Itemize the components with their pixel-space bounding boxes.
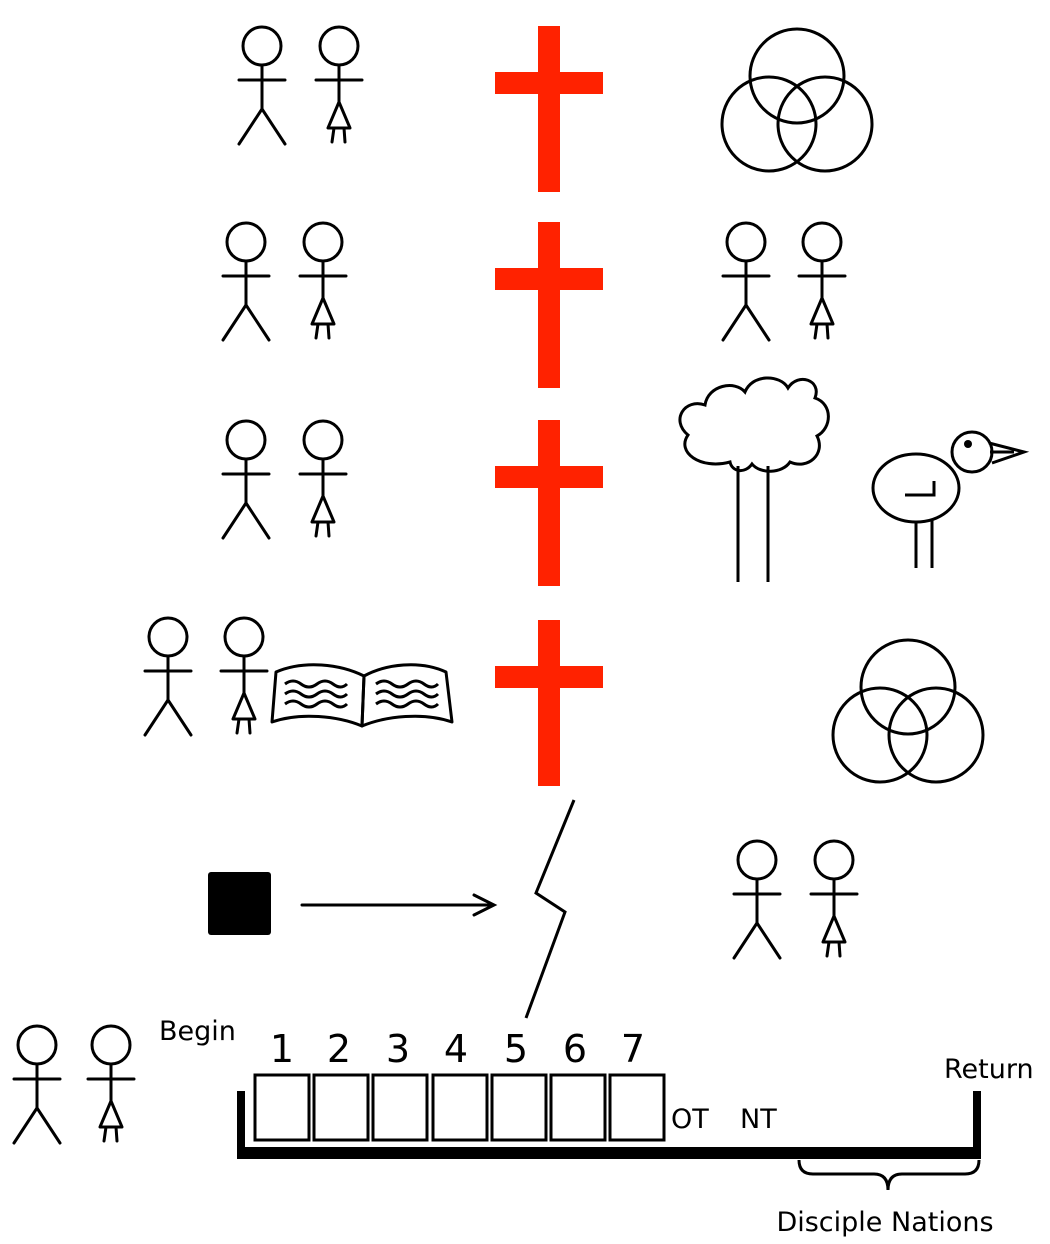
stick-figure-woman-icon	[219, 616, 269, 735]
stick-figure-man-icon	[221, 221, 271, 342]
stick-figure-man-icon	[221, 419, 271, 540]
stick-figure-woman-icon	[797, 221, 847, 340]
day-number-3: 3	[386, 1027, 410, 1071]
arrow-icon	[300, 893, 498, 917]
day-numbers: 1 2 3 4 5 6 7	[270, 1027, 645, 1071]
day-number-4: 4	[444, 1027, 468, 1071]
day-box-4	[431, 1073, 489, 1142]
return-label: Return	[944, 1054, 1034, 1085]
red-cross-icon	[495, 620, 603, 786]
trinity-circles-icon	[720, 27, 874, 173]
day-number-2: 2	[327, 1027, 351, 1071]
day-box-7	[608, 1073, 666, 1142]
begin-label: Begin	[159, 1016, 236, 1047]
stick-figure-man-icon	[721, 221, 771, 342]
red-cross-icon	[495, 222, 603, 388]
day-number-5: 5	[504, 1027, 528, 1071]
day-box-3	[371, 1073, 429, 1142]
day-box-2	[312, 1073, 370, 1142]
red-cross-icon	[495, 420, 603, 586]
day-box-6	[549, 1073, 607, 1142]
timeline-bar	[237, 1091, 981, 1159]
day-box-1	[253, 1073, 311, 1142]
day-number-7: 7	[621, 1027, 645, 1071]
trinity-circles-icon	[831, 638, 985, 784]
stick-figure-man-icon	[732, 839, 782, 960]
day-number-1: 1	[270, 1027, 294, 1071]
stick-figure-woman-icon	[298, 221, 348, 340]
bird-icon	[871, 430, 1030, 568]
day-boxes	[253, 1073, 666, 1142]
stick-figure-woman-icon	[809, 839, 859, 958]
stick-figure-woman-icon	[298, 419, 348, 538]
stick-figure-woman-icon	[314, 25, 364, 144]
day-number-6: 6	[563, 1027, 587, 1071]
disciple-nations-label: Disciple Nations	[776, 1207, 993, 1238]
ot-label: OT	[671, 1104, 709, 1135]
black-square-icon	[208, 872, 271, 935]
day-box-5	[490, 1073, 548, 1142]
open-book-icon	[270, 663, 454, 728]
stick-figure-man-icon	[143, 616, 193, 737]
stick-figure-woman-icon	[86, 1024, 136, 1143]
broken-line-icon	[524, 799, 576, 1019]
nt-label: NT	[740, 1104, 777, 1135]
red-cross-icon	[495, 26, 603, 192]
brace-icon	[797, 1159, 981, 1191]
stick-figure-man-icon	[237, 25, 287, 146]
tree-icon	[678, 376, 830, 582]
stick-figure-man-icon	[12, 1024, 62, 1145]
